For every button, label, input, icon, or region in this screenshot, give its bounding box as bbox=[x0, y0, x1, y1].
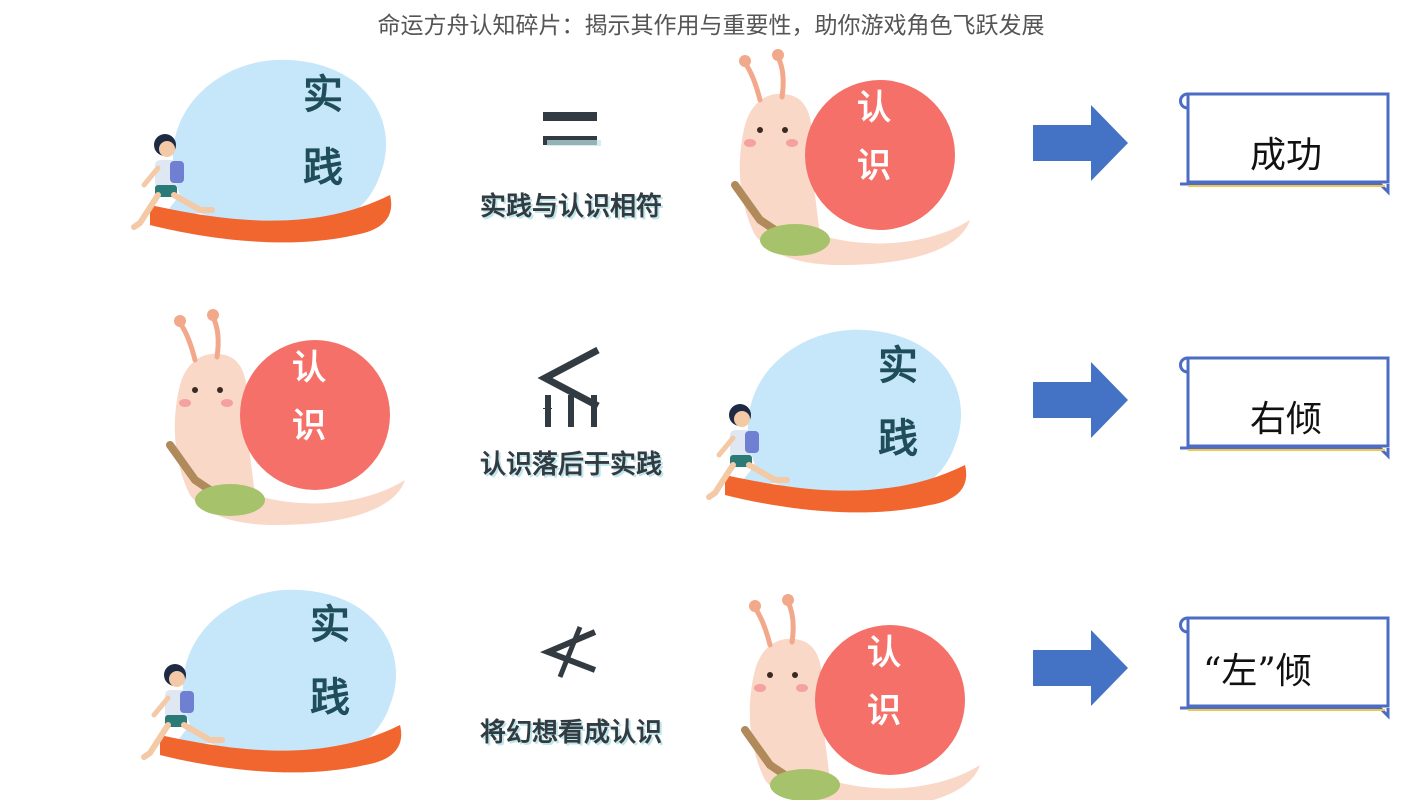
row-2-arrow bbox=[1033, 362, 1128, 438]
row-2-left-cognition bbox=[170, 309, 405, 525]
row-2-practice-char-1: 实 bbox=[878, 343, 918, 389]
page-title: 命运方舟认知碎片：揭示其作用与重要性，助你游戏角色飞跃发展 bbox=[377, 13, 1045, 39]
row-1-practice-char-1: 实 bbox=[303, 72, 343, 118]
leq-symbol bbox=[537, 346, 600, 427]
row-1-left-practice bbox=[134, 60, 391, 243]
row-3-left-practice bbox=[144, 590, 401, 773]
row-3-right-cognition bbox=[745, 594, 980, 800]
row-1-cognition-char-1: 认 bbox=[857, 88, 891, 128]
row-2-cognition-char-2: 识 bbox=[292, 406, 326, 446]
not-less-symbol bbox=[539, 626, 597, 678]
row-2-cognition-char-1: 认 bbox=[292, 348, 326, 388]
equals-symbol bbox=[543, 112, 601, 146]
row-1-result-label: 成功 bbox=[1250, 135, 1323, 176]
row-3-practice-char-2: 践 bbox=[310, 675, 350, 721]
row-1-cognition-char-2: 识 bbox=[857, 146, 891, 186]
row-2-caption: 认识落后于实践 bbox=[480, 450, 663, 480]
row-3-cognition-char-1: 认 bbox=[867, 633, 901, 673]
row-3-cognition-char-2: 识 bbox=[867, 691, 901, 731]
row-2-result-label: 右倾 bbox=[1250, 399, 1323, 440]
row-2-right-practice bbox=[709, 330, 966, 513]
row-1-practice-char-2: 践 bbox=[303, 145, 343, 191]
row-1-right-cognition bbox=[735, 49, 970, 265]
row-1-caption: 实践与认识相符 bbox=[480, 192, 663, 222]
row-3-caption: 将幻想看成认识 bbox=[480, 718, 663, 748]
row-3-arrow bbox=[1033, 630, 1128, 706]
row-2-practice-char-2: 践 bbox=[878, 416, 918, 462]
row-3-result-label: “左”倾 bbox=[1203, 651, 1312, 692]
row-1-arrow bbox=[1033, 105, 1128, 181]
row-3-practice-char-1: 实 bbox=[310, 602, 350, 648]
